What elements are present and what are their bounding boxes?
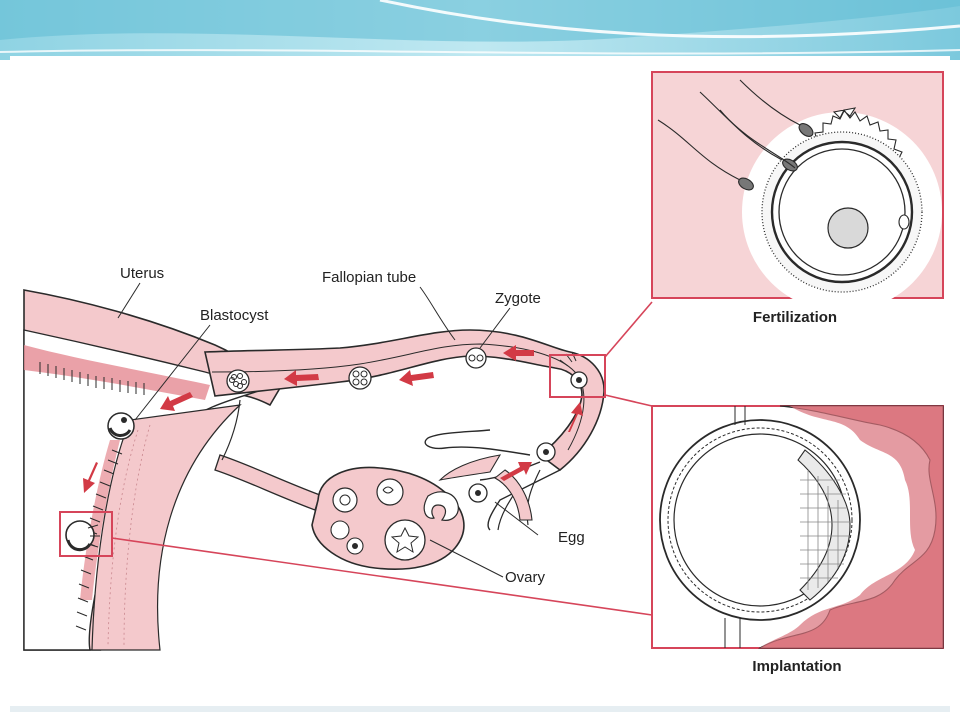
egg-cell-2: [536, 442, 556, 462]
fertilization-inset: [651, 71, 944, 312]
fertilized-egg: [559, 351, 588, 389]
arrow-to-implantation: [83, 462, 98, 493]
arrow-to-blastocyst: [160, 392, 193, 411]
endometrium-fringe-upper: [39, 362, 145, 395]
arrow-egg-to-tube-1: [500, 462, 532, 481]
sperm-cells: [657, 79, 814, 191]
implanted-blastocyst: [65, 520, 100, 552]
migration-arrows: [83, 345, 583, 493]
ovarian-ligament: [214, 399, 321, 511]
fertilization-highlight: [549, 301, 653, 407]
morula-cell-2: [226, 369, 250, 393]
implantation-inset: [651, 405, 944, 649]
label-leaders: [117, 282, 539, 578]
arrow-egg-to-tube-2: [568, 402, 583, 432]
implantation-caption: Implantation: [752, 658, 841, 675]
fallopian-tube: [204, 329, 605, 531]
egg-cell-1: [468, 483, 488, 503]
egg-label: Egg: [558, 529, 585, 546]
zygote-cell: [465, 347, 487, 369]
arrow-zygote-left: [503, 345, 534, 361]
zygote-label: Zygote: [495, 290, 541, 307]
bottom-shadow: [10, 706, 950, 712]
corpus-luteum: [384, 519, 426, 561]
fallopian-tube-label: Fallopian tube: [322, 269, 416, 286]
arrow-tube-left-1: [399, 370, 434, 386]
header-wave-band: [0, 0, 960, 60]
blastocyst-cell: [107, 412, 135, 440]
ovary: [311, 466, 465, 570]
fertilization-caption: Fertilization: [753, 309, 837, 326]
morula-cell-1: [348, 366, 372, 390]
uterus-label: Uterus: [120, 265, 164, 282]
arrow-tube-left-2: [284, 370, 319, 386]
ovary-label: Ovary: [505, 569, 546, 586]
implantation-highlight: [59, 511, 653, 616]
inner-cell-mass-cells: [800, 470, 850, 590]
blastocyst-label: Blastocyst: [200, 307, 269, 324]
